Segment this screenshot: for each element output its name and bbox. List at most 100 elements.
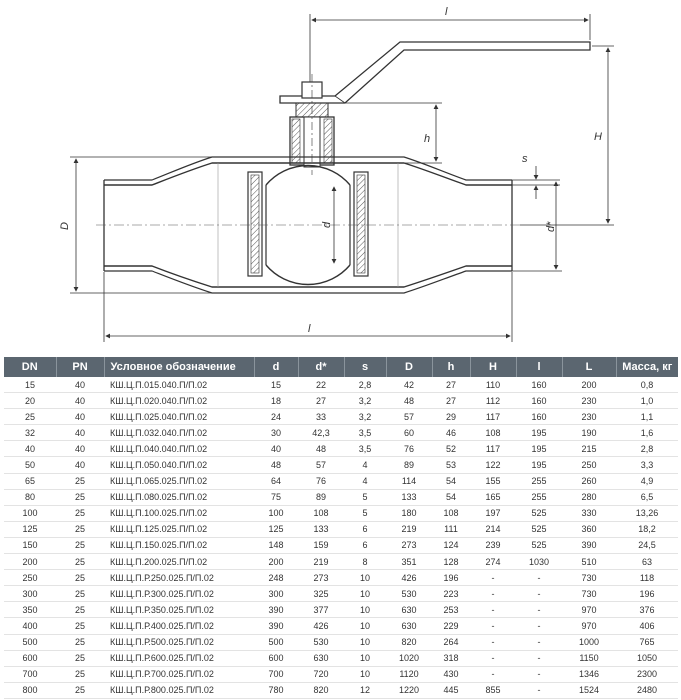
table-cell: КШ.Ц.П.Р.400.025.П/П.02 (104, 617, 254, 635)
table-cell: 128 (432, 553, 470, 571)
table-cell: 89 (298, 489, 344, 506)
table-cell: 1346 (562, 666, 616, 683)
table-cell: 190 (562, 424, 616, 442)
table-cell: 1524 (562, 682, 616, 699)
table-cell: 60 (386, 424, 432, 442)
table-cell: 197 (470, 505, 516, 522)
table-cell: 159 (298, 537, 344, 555)
table-cell: 445 (432, 682, 470, 699)
table-cell: - (516, 569, 562, 587)
table-cell: 1,0 (616, 392, 678, 410)
table-cell: 25 (56, 505, 104, 522)
table-cell: 48 (298, 440, 344, 458)
table-cell: КШ.Ц.П.Р.500.025.П/П.02 (104, 634, 254, 651)
table-cell: 1030 (516, 553, 562, 571)
table-cell: 80 (4, 489, 56, 506)
table-cell: 22 (298, 377, 344, 394)
table-cell: 2,8 (344, 377, 386, 394)
table-cell: 30 (254, 424, 298, 442)
table-cell: 25 (56, 489, 104, 506)
table-cell: 230 (562, 408, 616, 426)
table-cell: 600 (4, 650, 56, 667)
table-cell: - (516, 682, 562, 699)
table-cell: 426 (386, 569, 432, 587)
table-cell: 48 (386, 392, 432, 410)
table-cell: 1,6 (616, 424, 678, 442)
table-cell: 155 (470, 473, 516, 490)
table-cell: 15 (254, 377, 298, 394)
table-cell: 1,1 (616, 408, 678, 426)
table-cell: 630 (298, 650, 344, 667)
table-cell: 300 (4, 585, 56, 603)
table-cell: - (516, 601, 562, 619)
table-cell: 5 (344, 505, 386, 522)
table-cell: 3,5 (344, 424, 386, 442)
table-cell: 25 (56, 473, 104, 490)
table-cell: 248 (254, 569, 298, 587)
table-cell: 3,3 (616, 456, 678, 474)
column-header: l (516, 357, 563, 377)
table-cell: 525 (516, 505, 562, 522)
table-cell: 40 (56, 377, 104, 394)
table-cell: 52 (432, 440, 470, 458)
table-cell: 765 (616, 634, 678, 651)
table-cell: 720 (298, 666, 344, 683)
table-cell: 300 (254, 585, 298, 603)
table-cell: 3,5 (344, 440, 386, 458)
table-cell: 430 (432, 666, 470, 683)
table-cell: 214 (470, 521, 516, 538)
column-header: H (470, 357, 517, 377)
table-cell: 970 (562, 601, 616, 619)
table-cell: 253 (432, 601, 470, 619)
table-cell: КШ.Ц.П.025.040.П/П.02 (104, 408, 254, 426)
table-cell: 89 (386, 456, 432, 474)
table-cell: 2300 (616, 666, 678, 683)
table-cell: 630 (386, 617, 432, 635)
table-cell: 27 (298, 392, 344, 410)
table-cell: 111 (432, 521, 470, 538)
table-cell: КШ.Ц.П.100.025.П/П.02 (104, 505, 254, 522)
table-cell: 406 (616, 617, 678, 635)
table-cell: КШ.Ц.П.065.025.П/П.02 (104, 473, 254, 490)
dim-s: s (512, 153, 560, 199)
table-cell: КШ.Ц.П.050.040.П/П.02 (104, 456, 254, 474)
table-cell: КШ.Ц.П.Р.600.025.П/П.02 (104, 650, 254, 667)
table-cell: 219 (386, 521, 432, 538)
table-cell: КШ.Ц.П.Р.700.025.П/П.02 (104, 666, 254, 683)
table-cell: 25 (56, 666, 104, 683)
table-cell: 57 (298, 456, 344, 474)
dim-D: D (59, 156, 212, 294)
table-cell: 25 (56, 682, 104, 699)
table-cell: - (516, 634, 562, 651)
table-cell: 133 (298, 521, 344, 538)
table-cell: 3,2 (344, 392, 386, 410)
dim-l-top-label: l (445, 6, 448, 18)
table-cell: 0,8 (616, 377, 678, 394)
table-cell: 2480 (616, 682, 678, 699)
table-cell: 273 (386, 537, 432, 555)
table-cell: 730 (562, 569, 616, 587)
table-cell: 390 (254, 617, 298, 635)
valve-stem (289, 74, 335, 175)
table-cell: 6,5 (616, 489, 678, 506)
table-cell: - (516, 585, 562, 603)
table-cell: 800 (4, 682, 56, 699)
table-cell: КШ.Ц.П.032.040.П/П.02 (104, 424, 254, 442)
table-cell: 264 (432, 634, 470, 651)
table-cell: 76 (298, 473, 344, 490)
dim-H-label: H (594, 131, 602, 143)
dim-H: H (520, 45, 614, 226)
table-cell: 100 (4, 505, 56, 522)
table-cell: 25 (56, 537, 104, 555)
dim-l-bottom: l (103, 272, 513, 342)
table-cell: 125 (4, 521, 56, 538)
table-cell: 426 (298, 617, 344, 635)
table-cell: 820 (298, 682, 344, 699)
